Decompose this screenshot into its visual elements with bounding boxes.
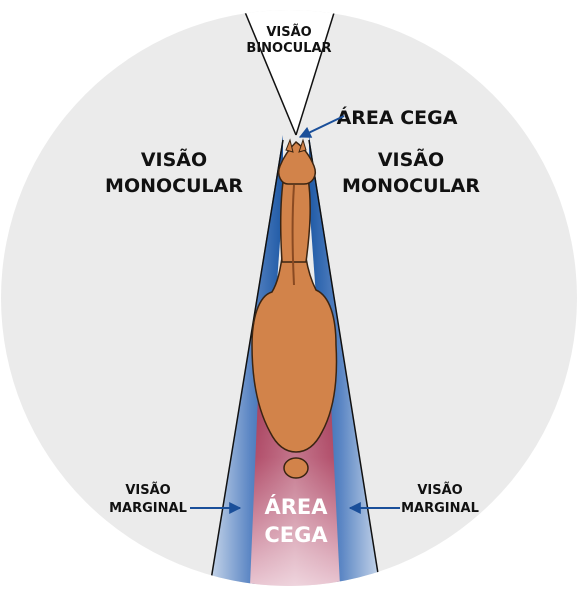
svg-text:ÁREA: ÁREA [264, 494, 328, 519]
svg-text:CEGA: CEGA [264, 523, 328, 547]
horse-tail [284, 458, 308, 478]
horse-neck [281, 175, 310, 262]
svg-text:BINOCULAR: BINOCULAR [246, 41, 331, 56]
svg-text:MARGINAL: MARGINAL [109, 501, 187, 516]
label-blind-front: ÁREA CEGA [337, 106, 458, 129]
svg-text:VISÃO: VISÃO [125, 482, 170, 498]
svg-text:MONOCULAR: MONOCULAR [342, 175, 480, 197]
svg-text:VISÃO: VISÃO [378, 147, 444, 171]
svg-text:VISÃO: VISÃO [266, 24, 311, 40]
svg-text:MONOCULAR: MONOCULAR [105, 175, 243, 197]
svg-text:VISÃO: VISÃO [417, 482, 462, 498]
svg-text:MARGINAL: MARGINAL [401, 501, 479, 516]
svg-text:VISÃO: VISÃO [141, 147, 207, 171]
